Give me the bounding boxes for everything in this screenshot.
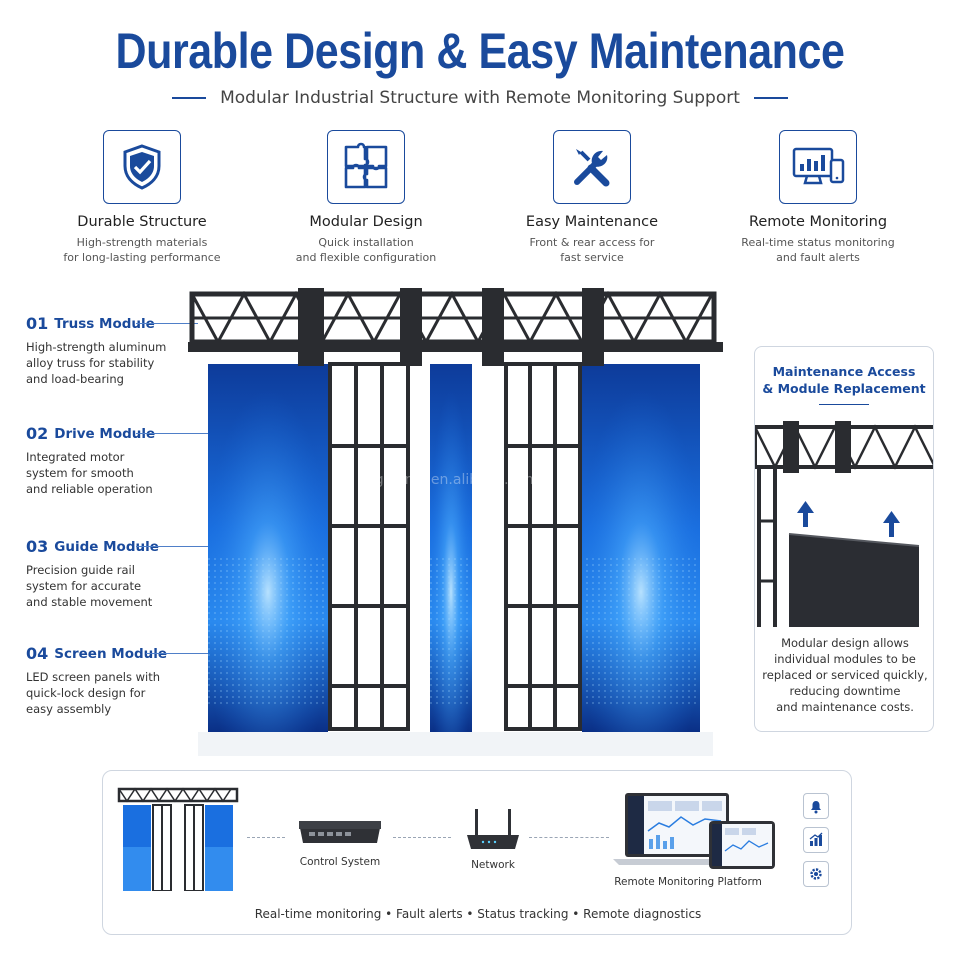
bell-icon xyxy=(803,793,829,819)
connector-line xyxy=(247,837,285,838)
system-diagram: Control System Network Remote Monitoring… xyxy=(102,770,852,935)
maintenance-title: Maintenance Access& Module Replacement xyxy=(762,364,926,396)
control-system-label: Control System xyxy=(299,856,381,868)
platform-label: Remote Monitoring Platform xyxy=(614,876,762,888)
feature-title: Remote Monitoring xyxy=(748,214,888,230)
bottom-caption: Real-time monitoring • Fault alerts • St… xyxy=(254,907,702,921)
network-label: Network xyxy=(471,859,515,871)
screen-panel-middle xyxy=(430,364,472,732)
control-system-icon xyxy=(299,821,381,843)
monitoring-platform-icon xyxy=(613,793,775,869)
truss-beam xyxy=(188,290,723,352)
tools-icon xyxy=(553,130,631,204)
monitor-icon xyxy=(779,130,857,204)
connector-line xyxy=(529,837,609,838)
module-replacement-illustration xyxy=(755,421,933,627)
arrow-up-icon xyxy=(883,511,900,537)
router-icon xyxy=(467,809,519,849)
maintenance-rule xyxy=(819,404,869,405)
screen-panel-left xyxy=(208,364,328,732)
shield-check-icon xyxy=(103,130,181,204)
page-title: Durable Design & Easy Maintenance xyxy=(115,23,845,79)
connector-line xyxy=(393,837,451,838)
feature-durable-structure: Durable Structure High-strength material… xyxy=(42,130,242,265)
feature-easy-maintenance: Easy Maintenance Front & rear access for… xyxy=(492,130,692,265)
maintenance-panel: Maintenance Access& Module Replacement M… xyxy=(754,346,934,732)
watermark: sgaiemk.en.alibaba.com xyxy=(367,472,538,488)
feature-title: Easy Maintenance xyxy=(525,214,659,230)
subtitle-rule-left xyxy=(172,97,207,99)
gear-icon xyxy=(803,861,829,887)
feature-title: Durable Structure xyxy=(77,214,207,230)
arrow-up-icon xyxy=(797,501,814,527)
page-subtitle: Modular Industrial Structure with Remote… xyxy=(220,88,740,108)
mini-stage-illustration xyxy=(117,787,239,891)
puzzle-icon xyxy=(327,130,405,204)
feature-title: Modular Design xyxy=(309,214,423,230)
leader-truss xyxy=(136,323,198,324)
feature-remote-monitoring: Remote Monitoring Real-time status monit… xyxy=(718,130,918,265)
led-stage-illustration: sgaiemk.en.alibaba.com xyxy=(188,288,723,756)
chart-icon xyxy=(803,827,829,853)
subtitle-row: Modular Industrial Structure with Remote… xyxy=(0,88,960,108)
subtitle-rule-right xyxy=(753,97,788,99)
screen-panel-right xyxy=(582,364,700,732)
